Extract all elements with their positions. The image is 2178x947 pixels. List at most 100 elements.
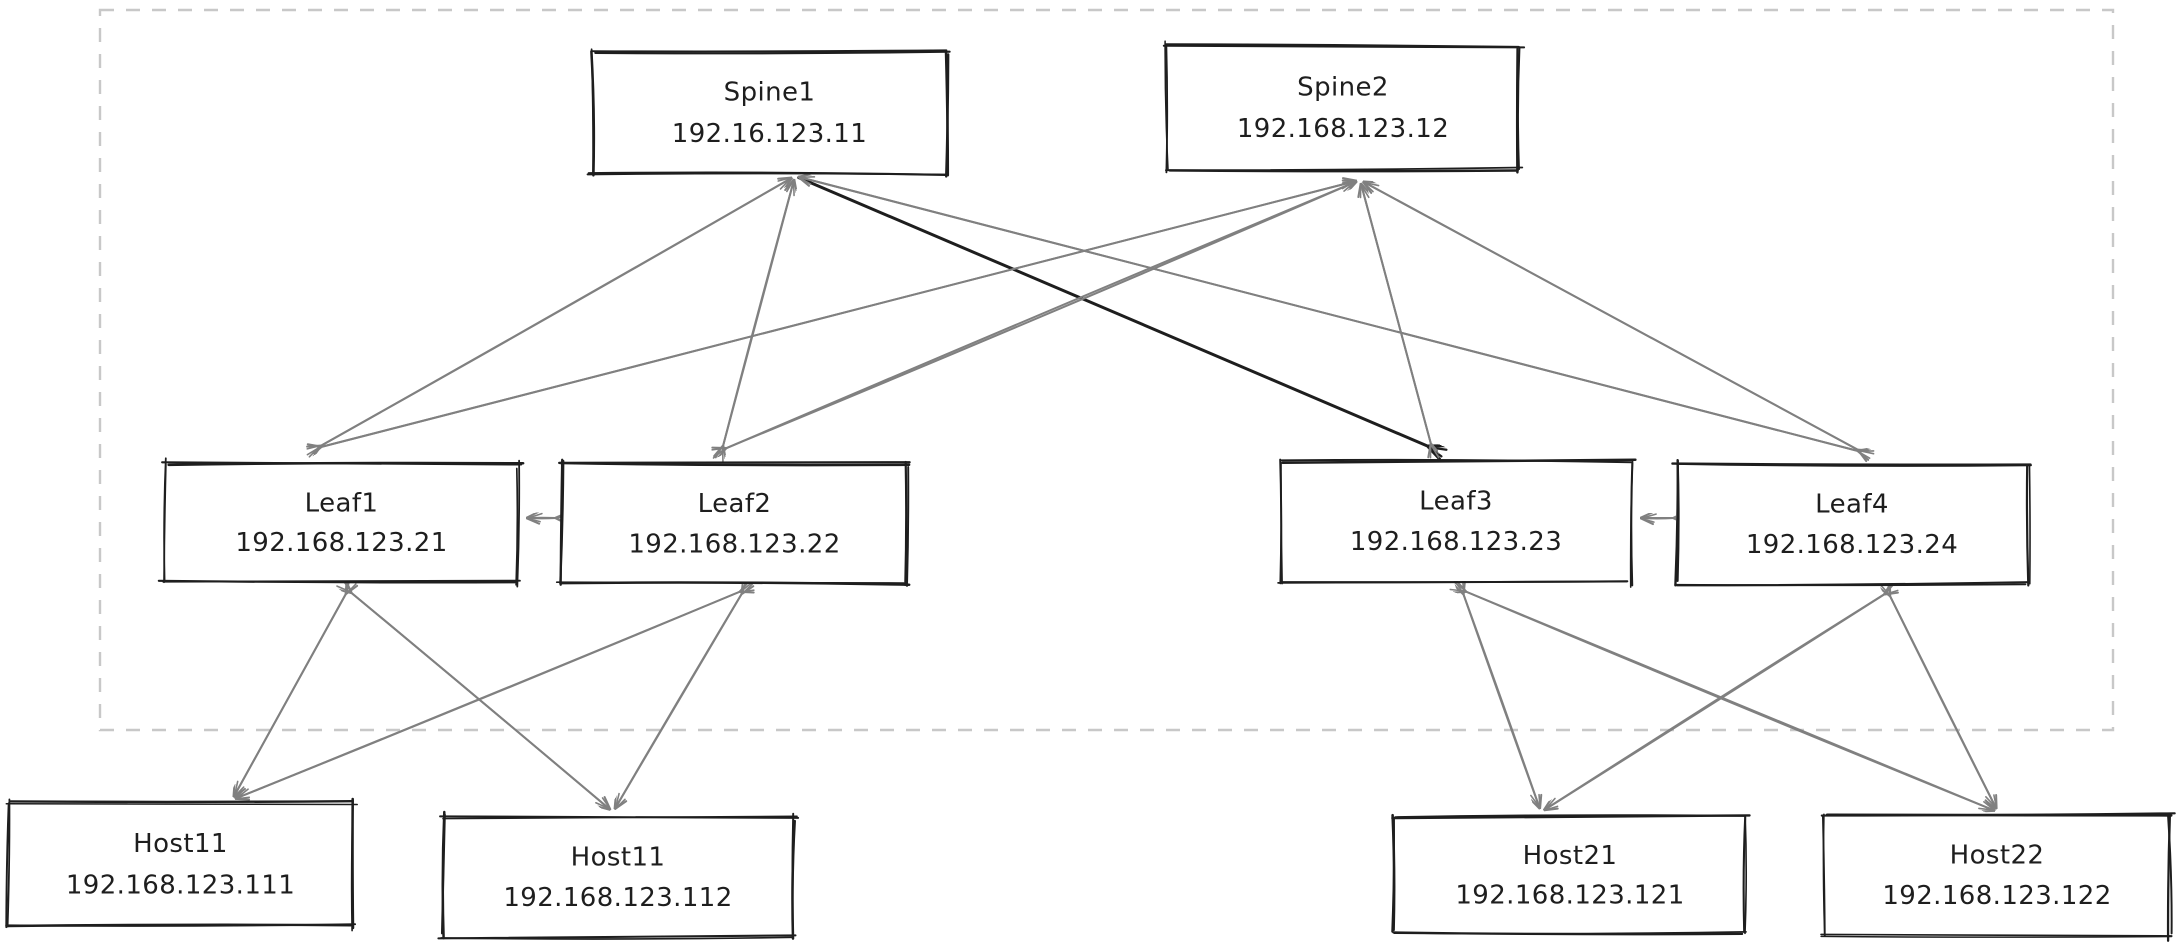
- link-stroke: [1362, 180, 1860, 452]
- link-spine2-leaf4[interactable]: [1364, 182, 1859, 450]
- node-leaf3[interactable]: Leaf3 192.168.123.23: [1277, 458, 1637, 588]
- link-stroke: [350, 591, 611, 811]
- node-border-stroke: [586, 172, 948, 176]
- node-border-stroke: [1277, 580, 1628, 584]
- node-name-text: Leaf1: [305, 488, 379, 518]
- node-border-stroke: [157, 579, 516, 584]
- node-fill: [443, 817, 793, 937]
- node-name-text: Host21: [1523, 841, 1618, 871]
- link-stroke: [614, 592, 743, 810]
- node-border-stroke: [1391, 814, 1751, 820]
- node-host11[interactable]: Host11 192.168.123.111: [5, 797, 358, 932]
- node-ip-text: 192.168.123.121: [1455, 880, 1684, 910]
- node-border-stroke: [1820, 812, 2176, 817]
- node-ip-text: 192.168.123.122: [1882, 881, 2111, 911]
- link-stroke: [1888, 594, 1998, 810]
- node-name-text: Leaf3: [1419, 486, 1493, 516]
- node-border-stroke: [1279, 458, 1283, 585]
- node-border-stroke: [1675, 581, 2030, 587]
- link-spine1-leaf4[interactable]: [799, 177, 1858, 451]
- node-fill: [1824, 815, 2170, 935]
- node-host21[interactable]: Host21 192.168.123.121: [1391, 813, 1751, 936]
- link-spine1-leaf1[interactable]: [321, 178, 792, 446]
- node-ip-text: 192.168.123.111: [66, 870, 295, 900]
- node-fill: [1676, 464, 2028, 584]
- links-layer: [234, 177, 1996, 811]
- node-border-stroke: [1280, 458, 1634, 464]
- link-stroke: [232, 592, 348, 798]
- node-border-stroke: [591, 49, 948, 53]
- node-border-stroke: [1165, 44, 1169, 174]
- link-stroke: [726, 182, 1357, 449]
- link-stroke: [234, 590, 742, 800]
- node-fill: [1394, 817, 1746, 933]
- fabric-boundary: [98, 8, 2115, 732]
- node-border-stroke: [558, 461, 911, 467]
- link-stroke: [1360, 182, 1432, 446]
- link-host22-leaf4[interactable]: [1890, 596, 1996, 809]
- node-fill: [562, 464, 907, 583]
- node-border-stroke: [904, 460, 908, 587]
- node-border-stroke: [1162, 44, 1526, 49]
- node-border-stroke: [1674, 459, 1679, 587]
- node-name-text: Spine2: [1297, 72, 1389, 102]
- node-border-stroke: [516, 459, 521, 588]
- link-stroke: [1462, 592, 1541, 810]
- node-border-stroke: [163, 457, 167, 583]
- link-stroke: [319, 177, 793, 447]
- node-border-stroke: [2028, 465, 2031, 585]
- node-border-stroke: [594, 50, 951, 55]
- node-border-stroke: [6, 798, 11, 928]
- link-host11-leaf2[interactable]: [236, 592, 741, 799]
- link-spine1-leaf3[interactable]: [797, 176, 1429, 447]
- link-host11-leaf1[interactable]: [234, 594, 346, 797]
- node-border-stroke: [441, 810, 446, 940]
- node-name-text: Leaf2: [698, 489, 772, 519]
- node-border-stroke: [2025, 464, 2030, 587]
- node-ip-text: 192.168.123.22: [628, 529, 840, 559]
- node-ip-text: 192.168.123.112: [503, 883, 732, 913]
- node-fill: [1281, 461, 1631, 581]
- node-border-stroke: [5, 803, 358, 806]
- link-stroke: [1640, 517, 1675, 520]
- link-leaf1-leaf2[interactable]: [527, 518, 556, 519]
- node-ip-text: 192.168.123.21: [235, 528, 447, 558]
- node-border-stroke: [945, 53, 950, 178]
- link-host21-leaf4[interactable]: [1544, 594, 1884, 810]
- link-spine1-leaf2[interactable]: [723, 180, 794, 446]
- node-border-stroke: [1742, 815, 1747, 933]
- node-spine2[interactable]: Spine2 192.168.123.12: [1162, 40, 1526, 174]
- link-stroke: [319, 180, 1358, 448]
- node-ip-text: 192.168.123.12: [1237, 114, 1449, 144]
- link-spine2-leaf1[interactable]: [321, 181, 1356, 447]
- node-border-stroke: [1391, 813, 1396, 932]
- link-spine2-leaf3[interactable]: [1361, 184, 1431, 444]
- node-border-stroke: [161, 461, 523, 466]
- link-host22-leaf3[interactable]: [1466, 592, 1995, 811]
- link-stroke: [722, 178, 795, 448]
- node-leaf2[interactable]: Leaf2 192.168.123.22: [555, 458, 911, 587]
- node-leaf1[interactable]: Leaf1 192.168.123.21: [157, 457, 525, 588]
- node-name-text: Spine1: [724, 78, 816, 108]
- link-host12-leaf2[interactable]: [615, 593, 742, 808]
- node-name-text: Host11: [133, 829, 228, 859]
- node-border-stroke: [590, 50, 596, 177]
- node-fill: [8, 803, 353, 925]
- node-border-stroke: [1168, 169, 1519, 173]
- node-border-stroke: [1822, 813, 1826, 936]
- node-border-stroke: [1744, 815, 1748, 935]
- node-border-stroke: [1517, 46, 1521, 171]
- link-spine2-leaf2[interactable]: [726, 182, 1357, 449]
- node-ip-text: 192.168.123.23: [1350, 527, 1562, 557]
- link-stroke: [797, 176, 1860, 452]
- node-fill: [1167, 46, 1519, 169]
- link-host12-leaf1[interactable]: [351, 593, 610, 810]
- link-leaf3-leaf4[interactable]: [1641, 518, 1674, 519]
- link-host21-leaf3[interactable]: [1463, 594, 1539, 808]
